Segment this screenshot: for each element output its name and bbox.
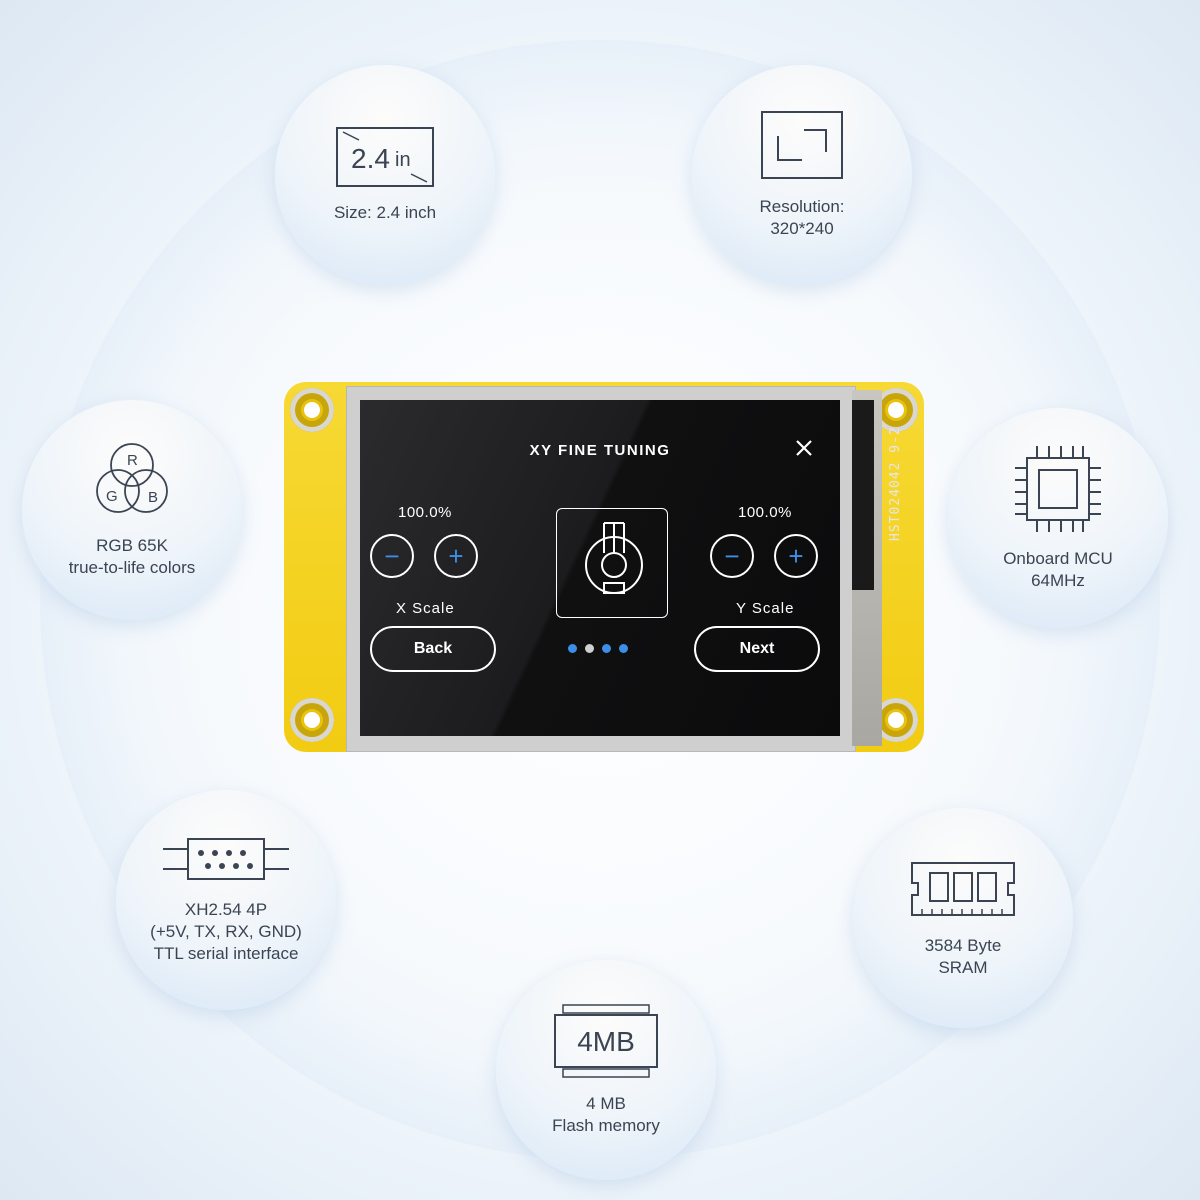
page-dot xyxy=(585,644,594,653)
size-unit: in xyxy=(395,149,411,171)
mount-hole xyxy=(290,388,334,432)
resolution-frame-icon xyxy=(760,110,844,182)
colors-line1: RGB 65K xyxy=(96,536,168,555)
y-decrease-button[interactable]: − xyxy=(710,534,754,578)
serial-connector-icon xyxy=(161,835,291,885)
close-icon[interactable] xyxy=(794,438,814,458)
x-decrease-button[interactable]: − xyxy=(370,534,414,578)
feature-colors: R G B RGB 65K true-to-life colors xyxy=(22,400,242,620)
svg-text:R: R xyxy=(127,452,138,469)
page-indicator xyxy=(568,644,638,654)
lcd-screen: XY FINE TUNING 100.0% − + X Scale 100.0%… xyxy=(360,400,840,736)
serial-line2: (+5V, TX, RX, GND) xyxy=(150,922,302,941)
feature-mcu: Onboard MCU 64MHz xyxy=(948,408,1168,628)
resolution-label: Resolution: xyxy=(759,197,845,216)
page-dot xyxy=(619,644,628,653)
x-increase-button[interactable]: + xyxy=(434,534,478,578)
colors-line2: true-to-life colors xyxy=(68,558,196,577)
y-scale-value: 100.0% xyxy=(738,504,792,521)
target-icon xyxy=(585,522,643,594)
display-module: HST024042 9-2 XY FINE TUNING 100.0% − + … xyxy=(284,382,924,752)
next-button[interactable]: Next xyxy=(694,626,820,672)
serial-line1: XH2.54 4P xyxy=(184,900,268,919)
svg-text:G: G xyxy=(106,488,118,505)
page-dot xyxy=(602,644,611,653)
feature-sram: 3584 Byte SRAM xyxy=(853,808,1073,1028)
feature-serial: XH2.54 4P (+5V, TX, RX, GND) TTL serial … xyxy=(116,790,336,1010)
back-button[interactable]: Back xyxy=(370,626,496,672)
page-dot xyxy=(568,644,577,653)
y-scale-label: Y Scale xyxy=(736,600,795,617)
sram-line2: SRAM xyxy=(938,958,988,977)
flash-chip-label: 4MB xyxy=(577,1026,635,1057)
feature-resolution: Resolution: 320*240 xyxy=(692,65,912,285)
feature-size: 2.4 in Size: 2.4 inch xyxy=(275,65,495,285)
flex-cable-label: HST024042 9-2 xyxy=(888,426,903,541)
svg-text:B: B xyxy=(148,489,158,506)
x-scale-label: X Scale xyxy=(396,600,455,617)
mcu-line1: Onboard MCU xyxy=(1003,549,1113,568)
serial-line3: TTL serial interface xyxy=(153,944,299,963)
flash-chip-icon: 4MB xyxy=(551,1003,661,1079)
memory-module-icon xyxy=(908,857,1018,921)
calibration-preview xyxy=(556,508,668,618)
sram-line1: 3584 Byte xyxy=(924,936,1002,955)
resolution-value: 320*240 xyxy=(770,219,834,238)
screen-title: XY FINE TUNING xyxy=(529,442,671,459)
x-scale-value: 100.0% xyxy=(398,504,452,521)
flash-line1: 4 MB xyxy=(586,1094,626,1113)
y-increase-button[interactable]: + xyxy=(774,534,818,578)
feature-flash: 4MB 4 MB Flash memory xyxy=(496,960,716,1180)
flash-line2: Flash memory xyxy=(552,1116,660,1135)
size-number: 2.4 xyxy=(351,143,390,174)
rgb-venn-icon: R G B xyxy=(77,441,187,521)
mount-hole xyxy=(290,698,334,742)
size-caption: Size: 2.4 inch xyxy=(333,203,437,222)
chip-icon xyxy=(1013,444,1103,534)
flex-cable-dark xyxy=(852,400,874,590)
diagonal-size-icon: 2.4 in xyxy=(335,126,435,188)
mcu-line2: 64MHz xyxy=(1031,571,1085,590)
